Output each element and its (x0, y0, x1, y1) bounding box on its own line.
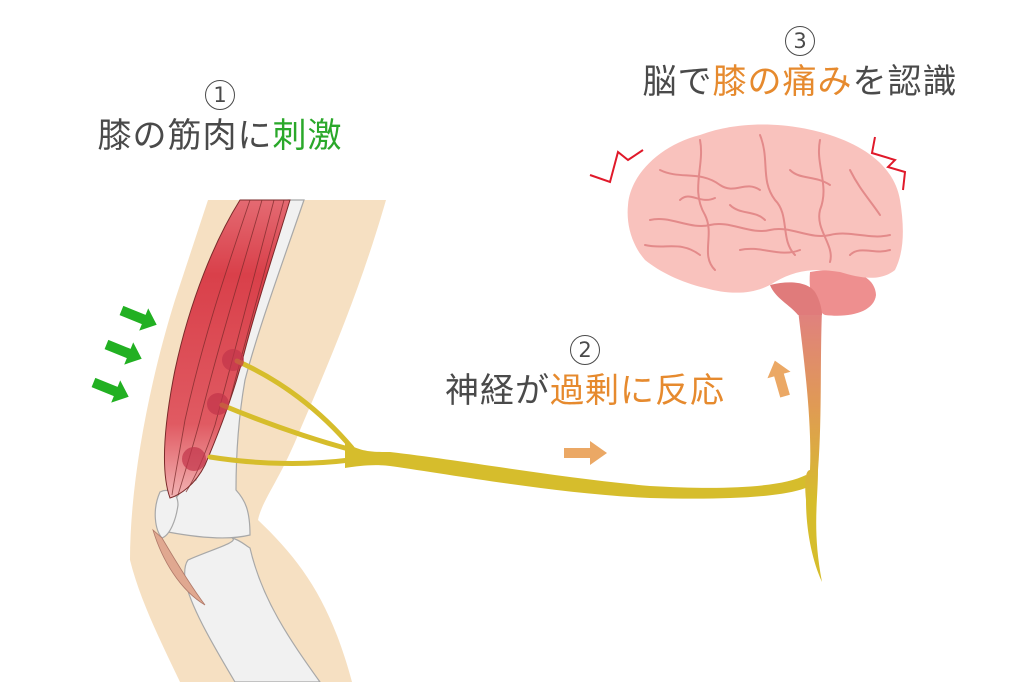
nerve-branches (207, 358, 355, 466)
signal-arrows (564, 360, 791, 465)
ascending-nerve (798, 310, 822, 582)
step-2-label: 2 神経が過剰に反応 (410, 335, 760, 411)
caption-text-tail: を認識 (852, 62, 958, 102)
zigzag-pain-icon-right (870, 136, 907, 191)
caption-highlight: 刺激 (272, 116, 343, 156)
brain-stem (770, 282, 822, 315)
cerebellum (809, 269, 876, 316)
patellar-tendon (152, 528, 206, 606)
zigzag-pain-icon-left (589, 149, 644, 184)
step-number-badge: 1 (205, 80, 235, 110)
caption-text: 膝の筋肉に (97, 116, 273, 156)
stimulus-arrows (91, 305, 157, 403)
step-1-label: 1 膝の筋肉に刺激 (70, 80, 370, 156)
caption-text: 脳で (642, 62, 713, 102)
pain-zigzags (589, 136, 907, 191)
step-2-caption: 神経が過剰に反応 (410, 371, 760, 411)
caption-text: 神経が (445, 371, 550, 411)
caption-highlight: 過剰に反応 (550, 371, 725, 411)
caption-highlight: 膝の痛み (712, 62, 853, 102)
step-3-caption: 脳で膝の痛みを認識 (600, 62, 1000, 102)
step-number-badge: 2 (570, 335, 600, 365)
pain-points (182, 349, 244, 471)
cerebrum (627, 124, 903, 293)
quadriceps-muscle (164, 199, 291, 499)
main-nerve (345, 442, 812, 499)
brain-sulci (644, 134, 891, 271)
step-1-caption: 膝の筋肉に刺激 (70, 116, 370, 156)
step-3-label: 3 脳で膝の痛みを認識 (600, 26, 1000, 102)
step-number-badge: 3 (785, 26, 815, 56)
